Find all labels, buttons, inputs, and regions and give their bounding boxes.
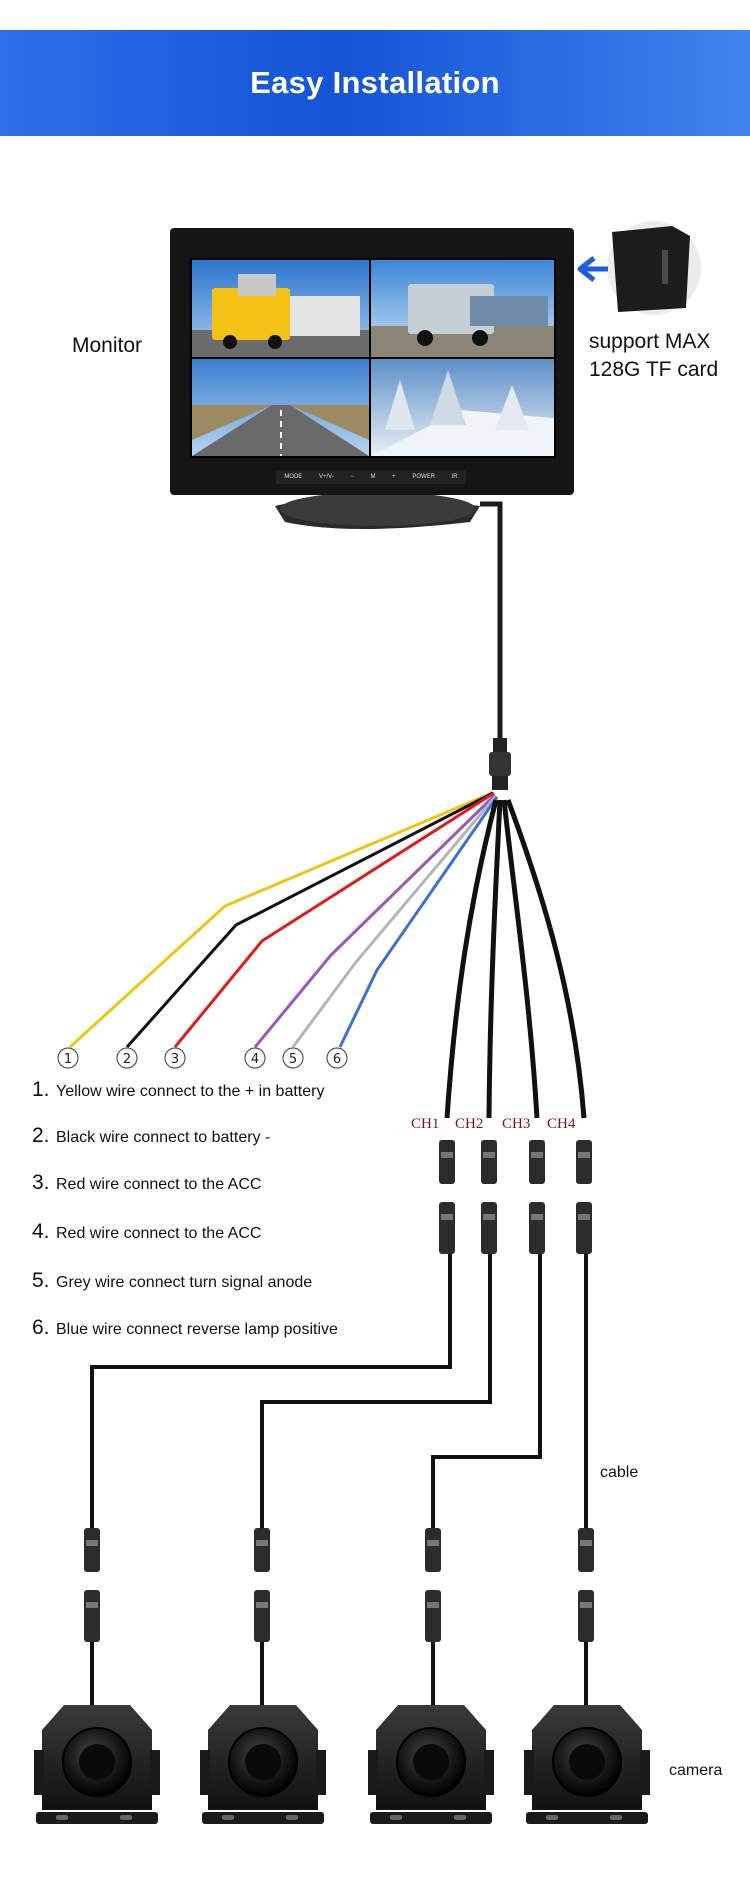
channel-label-ch1: CH1 [411,1116,440,1132]
wire-number: 1. [32,1078,50,1101]
wire-number: 2. [32,1124,50,1147]
minus-button: − [350,474,354,480]
wire-description: Blue wire connect reverse lamp positive [56,1321,338,1338]
header-banner: Easy Installation [0,30,750,136]
wire-legend-item-5: 5. Grey wire connect turn signal anode [32,1269,312,1293]
channel-connectors [439,1140,592,1254]
monitor-button-labels: MODE V+/V- − M + POWER IR [276,470,466,484]
camera-view-right [371,359,554,456]
power-wires [68,791,499,1049]
wire-legend-item-6: 6. Blue wire connect reverse lamp positi… [32,1316,338,1340]
black-wire [125,791,494,1048]
volume-button: V+/V- [318,474,334,480]
wire-marker-1: 1 [57,1047,79,1069]
camera-2 [200,1642,326,1824]
wire-description: Grey wire connect turn signal anode [56,1274,313,1291]
monitor-label: Monitor [72,334,143,357]
plus-button: + [392,474,396,480]
svg-text:5: 5 [289,1052,297,1067]
wire-description: Red wire connect to the ACC [56,1225,262,1242]
channel-label-ch4: CH4 [547,1116,576,1132]
tf-card-label-line1: support MAX [589,330,711,353]
wire-marker-4: 4 [244,1047,266,1069]
wire-legend-item-3: 3. Red wire connect to the ACC [32,1171,261,1195]
wire-legend-item-1: 1. Yellow wire connect to the + in batte… [32,1078,324,1102]
tf-card-slot-inset [607,221,701,315]
wire-marker-2: 2 [116,1047,138,1069]
wire-marker-3: 3 [164,1047,186,1069]
monitor [170,228,574,529]
camera-2-connector [254,1528,270,1642]
ch1-connector [439,1140,455,1254]
cable-label: cable [600,1464,639,1481]
cameras [34,1642,650,1824]
ir-sensor: IR [451,474,458,480]
menu-button: M [370,474,376,480]
camera-3-connector [425,1528,441,1642]
svg-text:4: 4 [251,1052,259,1067]
video-cables [444,799,587,1119]
svg-text:6: 6 [333,1052,341,1067]
ch3-connector [529,1140,545,1254]
wire-marker-6: 6 [326,1047,348,1069]
camera-label: camera [669,1762,723,1779]
wire-marker-5: 5 [282,1047,304,1069]
camera-3 [368,1642,494,1824]
wire-number: 5. [32,1269,50,1292]
extension-cables [90,1254,588,1535]
wire-number: 4. [32,1220,50,1243]
purple-wire [253,793,497,1048]
red-wire [173,791,495,1048]
blue-wire [338,796,499,1048]
wire-legend-item-2: 2. Black wire connect to battery - [32,1124,270,1148]
arrow-left-icon [577,256,608,282]
svg-text:1: 1 [64,1052,72,1067]
ch2-connector [481,1140,497,1254]
channel-label-ch2: CH2 [455,1116,484,1132]
power-button: POWER [412,474,435,480]
camera-view-rear [371,260,554,357]
camera-4 [524,1642,650,1824]
svg-text:3: 3 [171,1052,179,1067]
wire-description: Yellow wire connect to the + in battery [56,1083,325,1100]
wire-markers: 1 2 3 4 5 6 [57,1047,348,1069]
wire-description: Red wire connect to the ACC [56,1176,262,1193]
tf-card-label-line2: 128G TF card [589,358,719,381]
channel-label-ch3: CH3 [502,1116,531,1132]
camera-1-connector [84,1528,100,1642]
svg-text:2: 2 [123,1052,131,1067]
wire-description: Black wire connect to battery - [56,1129,271,1146]
mode-button: MODE [284,474,303,480]
main-cable [480,501,511,790]
camera-1 [34,1642,160,1824]
camera-view-front [192,260,369,357]
camera-4-connector [578,1528,594,1642]
grey-wire [291,795,498,1048]
camera-connectors [84,1528,594,1642]
yellow-wire [68,791,493,1049]
wire-legend-item-4: 4. Red wire connect to the ACC [32,1220,261,1244]
ch4-connector [576,1140,592,1254]
camera-view-left [192,359,369,456]
wire-number: 6. [32,1316,50,1339]
wire-number: 3. [32,1171,50,1194]
page-title: Easy Installation [250,65,500,100]
